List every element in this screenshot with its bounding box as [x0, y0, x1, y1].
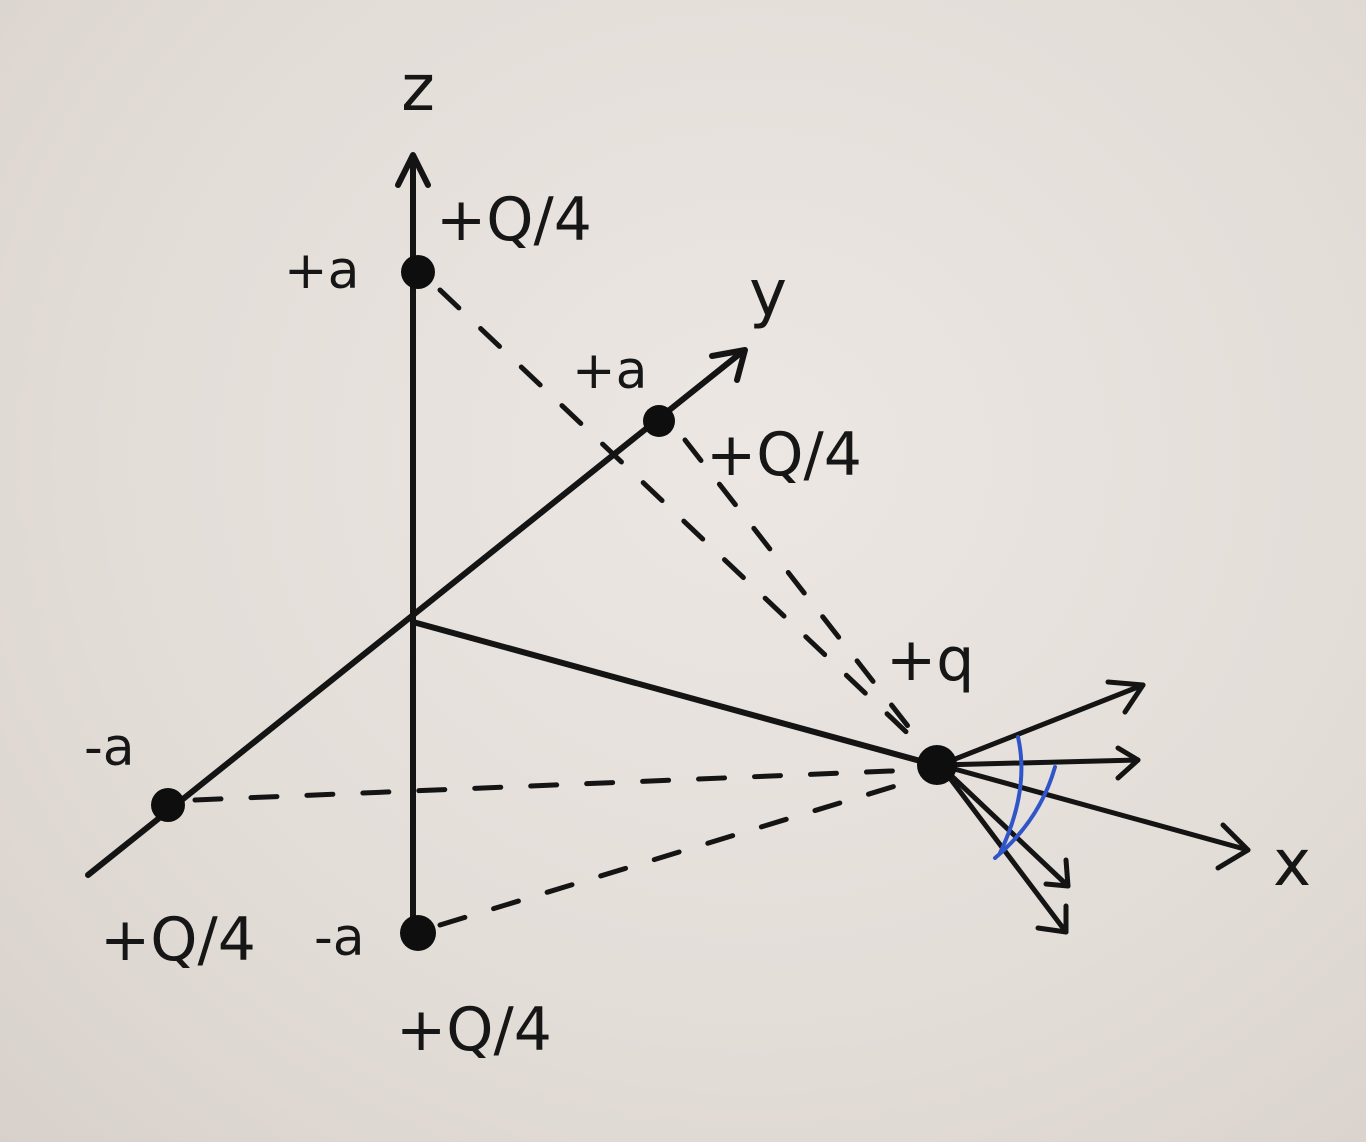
z-pos-coord-label: +a [284, 241, 359, 301]
charge-bottom [400, 915, 436, 951]
charge-top-label: +Q/4 [436, 185, 592, 255]
charge-left-label: +Q/4 [100, 905, 256, 975]
charges [151, 255, 957, 951]
origin-to-test-charge-line [410, 619, 938, 768]
x-axis [937, 762, 1251, 853]
x-axis-label: x [1273, 827, 1311, 901]
z-axis-label: z [401, 52, 435, 126]
y-axis-arrowhead [709, 347, 748, 383]
dash-bottom-to-test [437, 777, 918, 928]
angle-arcs [993, 735, 1057, 860]
y-axis-label: y [749, 257, 787, 331]
charge-y-axis [643, 405, 675, 437]
z-axis-arrowhead [395, 152, 431, 188]
charge-top [401, 255, 435, 289]
charge-test [917, 745, 957, 785]
y-axis [85, 347, 748, 878]
z-neg-coord-label: -a [314, 908, 365, 968]
dashed-connectors [192, 287, 928, 928]
dash-y-to-test [682, 437, 928, 751]
dash-left-to-test [192, 767, 918, 803]
charge-left [151, 788, 185, 822]
x-neg-coord-label: -a [84, 718, 135, 778]
z-axis [395, 152, 431, 933]
charge-test-label: +q [886, 625, 974, 695]
charge-y-axis-label: +Q/4 [706, 420, 862, 490]
angle-arc-inner [993, 765, 1057, 860]
charge-bottom-label: +Q/4 [396, 995, 552, 1065]
y-pos-coord-label: +a [572, 341, 647, 401]
x-axis-arrowhead [1215, 822, 1251, 871]
force-vectors [937, 679, 1251, 935]
angle-arc-outer [998, 735, 1024, 855]
dash-top-to-test [437, 287, 923, 748]
